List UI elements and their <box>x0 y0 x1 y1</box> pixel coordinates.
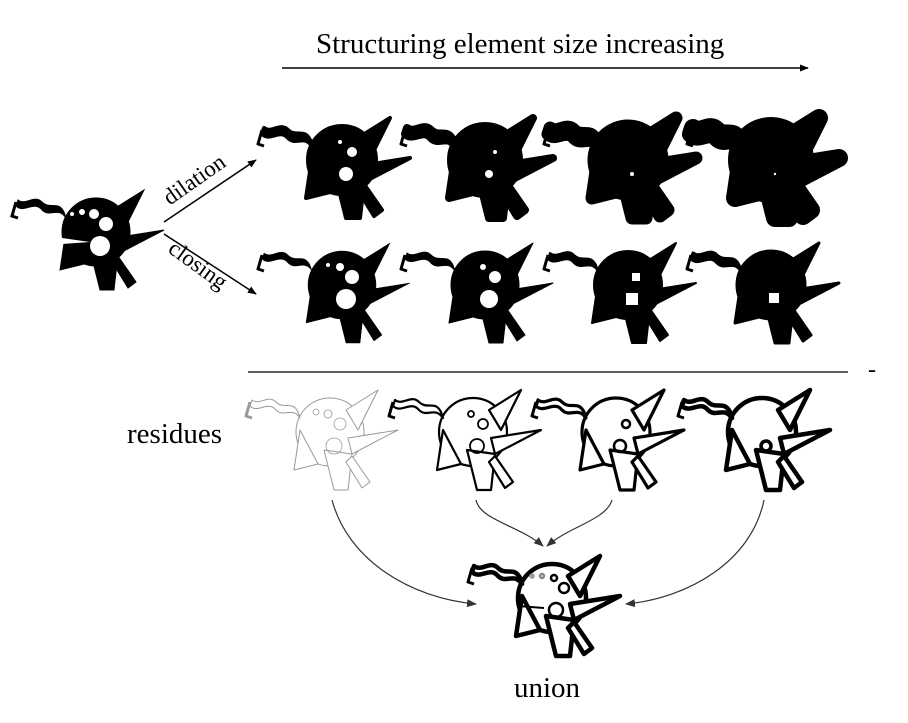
closing-row <box>256 241 841 345</box>
closing-arrow <box>163 233 257 295</box>
residue-shape-1 <box>244 388 400 492</box>
union-arrow-middle-right <box>546 499 613 547</box>
residue-shape-2 <box>387 388 543 492</box>
dilation-shape-1 <box>256 116 412 220</box>
minus-sign: - <box>868 357 876 383</box>
original-shape <box>10 188 166 292</box>
residues-label: residues <box>127 418 223 450</box>
residue-shape-4 <box>678 390 830 490</box>
size-increasing-title: Structuring element size increasing <box>316 28 725 60</box>
union-arrow-right <box>625 499 765 608</box>
dilation-row <box>256 116 839 220</box>
closing-shape-4 <box>685 241 841 345</box>
union-arrow-middle-left <box>475 499 544 547</box>
union-arrow-left <box>331 499 477 608</box>
dilation-shape-3 <box>544 118 696 218</box>
closing-shape-1 <box>256 241 412 345</box>
dilation-shape-4 <box>687 118 839 218</box>
union-shape <box>468 556 620 656</box>
union-label: union <box>514 672 581 704</box>
dilation-shape-2 <box>401 118 553 218</box>
closing-shape-3 <box>542 241 698 345</box>
residues-row <box>244 388 830 492</box>
closing-shape-2 <box>399 241 555 345</box>
dilation-arrow <box>163 159 257 223</box>
residue-shape-3 <box>530 388 686 492</box>
